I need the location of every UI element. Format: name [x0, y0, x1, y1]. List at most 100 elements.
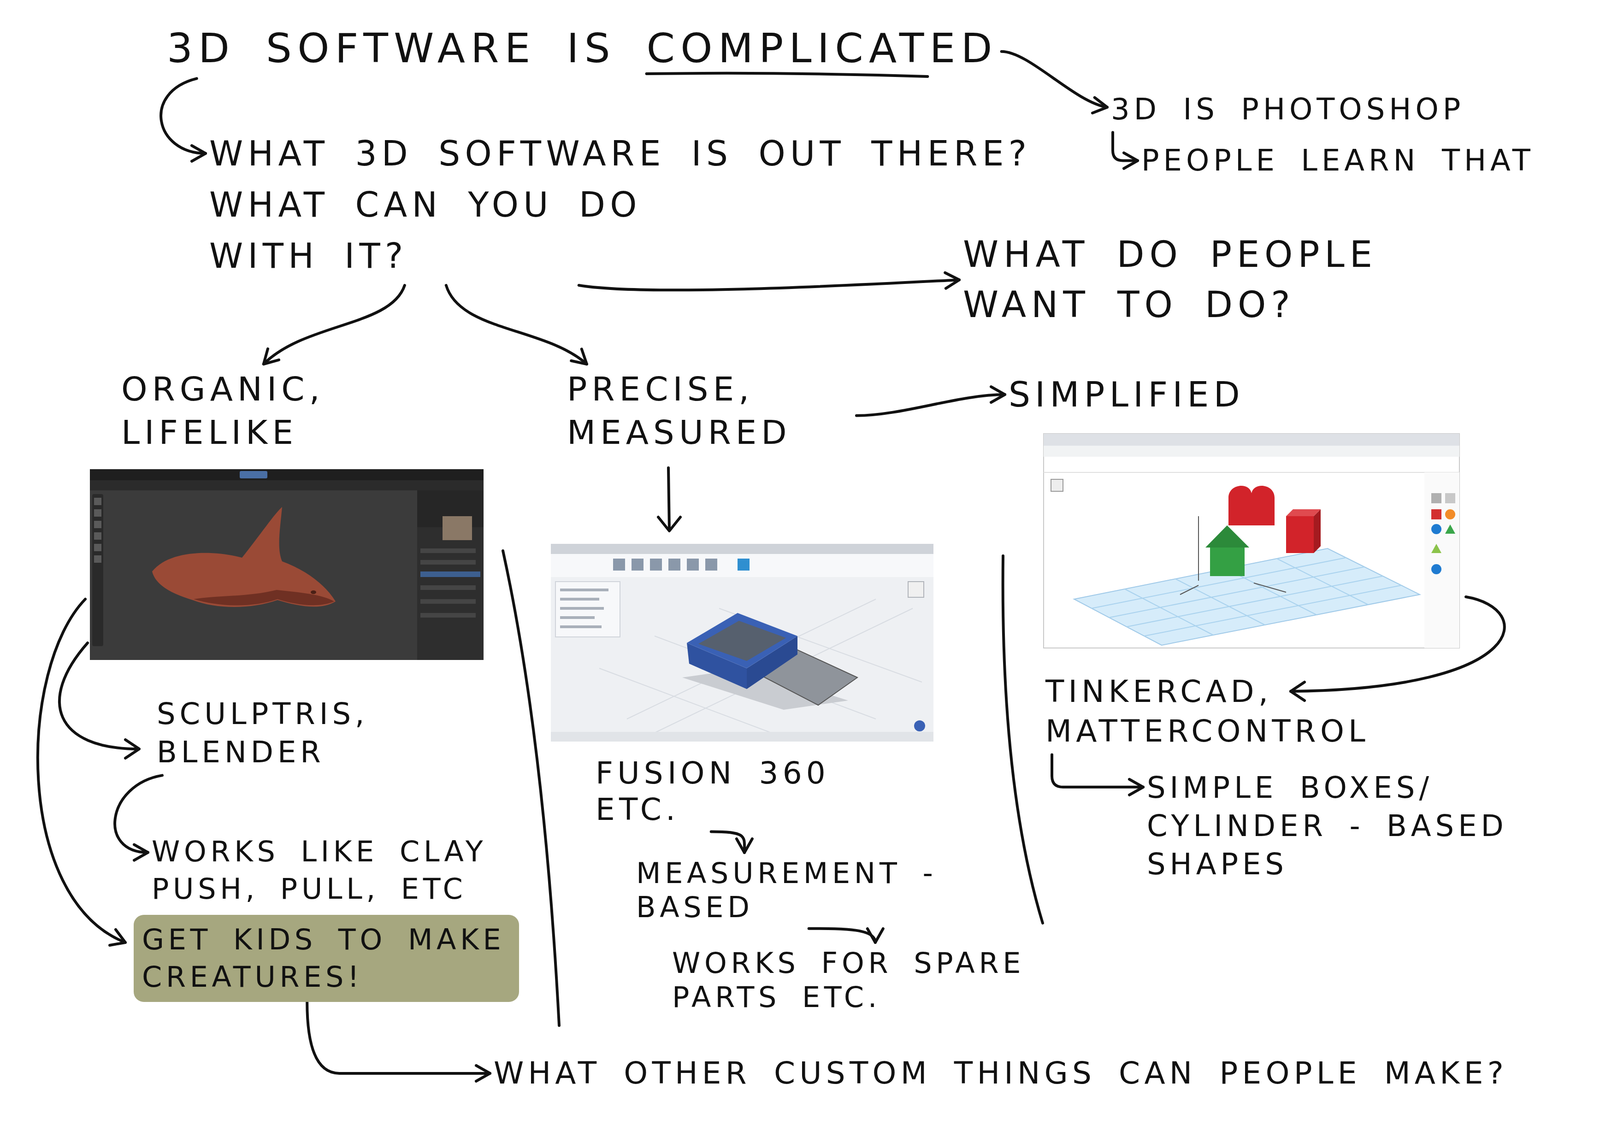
arrow-head — [109, 929, 126, 946]
sketch-arrow — [711, 831, 753, 853]
tool-icon — [631, 558, 644, 571]
note-text: WHAT OTHER CUSTOM THINGS CAN PEOPLE MAKE… — [493, 1053, 1508, 1094]
panel-row — [420, 613, 476, 618]
arrow-head — [125, 739, 140, 759]
arrow-line — [808, 928, 876, 943]
grid-lines — [599, 599, 922, 738]
badge — [914, 720, 926, 732]
sketch-note: 3D IS PHOTOSHOP — [1107, 86, 1469, 133]
tinkercad-screenshot — [1043, 433, 1460, 649]
note-text: PEOPLE LEARN THAT — [1141, 141, 1535, 180]
sculpt-eye — [310, 590, 317, 595]
thumbnail — [442, 516, 473, 541]
note-text: GET KIDS TO MAKE CREATURES! — [141, 921, 511, 996]
view-cube — [908, 581, 924, 598]
arrow-head — [944, 272, 960, 289]
note-text: SCULPTRIS, BLENDER — [156, 695, 415, 772]
arrow-line — [263, 285, 405, 365]
panel-row — [420, 560, 476, 565]
sketch-note: ORGANIC, LIFELIKE — [117, 364, 384, 458]
red-cube — [1286, 516, 1314, 554]
blender-screenshot — [89, 469, 484, 661]
pointer-arrow — [37, 599, 126, 943]
arrow-head — [991, 386, 1005, 403]
sketch-note: WORKS LIKE CLAY PUSH, PULL, ETC — [147, 829, 506, 912]
sketch-arrow — [1051, 755, 1144, 796]
tool-icon — [94, 555, 102, 563]
window-ground — [550, 543, 934, 742]
arrow-line — [307, 1002, 491, 1074]
arrow-head — [1129, 779, 1144, 796]
pointer-arrow — [668, 467, 670, 531]
arrow-head — [134, 844, 148, 861]
sketch-note: TINKERCAD, MATTERCONTROL — [1041, 668, 1511, 756]
arrow-line — [856, 394, 1005, 416]
sketch-arrow — [578, 272, 960, 291]
sketch-note: WHAT OTHER CUSTOM THINGS CAN PEOPLE MAKE… — [490, 1050, 1512, 1098]
shape-icon — [1431, 543, 1442, 554]
shape-icon — [1431, 564, 1442, 575]
sketch-arrow — [446, 285, 587, 365]
pointer-arrow — [1290, 596, 1505, 692]
panel-row — [420, 599, 476, 604]
sketch-note: MEASUREMENT -BASED — [632, 852, 972, 929]
sketch-arrow — [1001, 51, 1108, 114]
sketch-note: SIMPLIFIED — [1004, 368, 1249, 421]
note-text: WORKS LIKE CLAY PUSH, PULL, ETC — [151, 833, 502, 908]
browser-panel — [555, 581, 620, 638]
pointer-arrow — [59, 643, 139, 750]
tool-icon — [94, 520, 102, 529]
sketch-note: PEOPLE LEARN THAT — [1137, 137, 1539, 184]
shape-icon — [1445, 493, 1456, 504]
shape-icon — [1431, 493, 1442, 504]
arrow-head — [571, 348, 587, 365]
red-shape — [1228, 485, 1275, 526]
highlight-note: GET KIDS TO MAKE CREATURES! — [133, 915, 520, 1003]
sculpt-shadow — [193, 590, 335, 606]
title-bar — [89, 469, 484, 481]
address-bar — [1043, 445, 1460, 457]
red-cube-side — [1313, 509, 1321, 554]
note-text: WORKS FOR SPARE PARTS ETC. — [672, 946, 1041, 1016]
sketch-note: WHAT 3D SOFTWARE IS OUT THERE?WHAT CAN Y… — [205, 124, 1035, 286]
note-text: WHAT DO PEOPLE WANT TO DO? — [962, 229, 1461, 331]
menu-bar — [89, 480, 484, 491]
sketch-note: 3D SOFTWARE IS COMPLICATED — [163, 18, 1002, 79]
part-rim — [686, 613, 798, 669]
note-text: FUSION 360 ETC. — [595, 755, 873, 828]
window-ground — [89, 469, 484, 661]
shape-icon — [1445, 524, 1456, 534]
workplane — [1074, 548, 1420, 646]
tool-icon — [686, 558, 699, 571]
sketch-arrow — [1112, 132, 1138, 169]
tool-icon — [737, 558, 750, 571]
sketch-arrow — [263, 285, 405, 365]
part-hollow — [698, 620, 786, 662]
panel-row — [420, 585, 476, 591]
note-text: SIMPLIFIED — [1008, 372, 1245, 417]
tool-icon — [94, 532, 102, 540]
sketch-arrow — [808, 928, 884, 943]
arrow-line — [578, 279, 960, 290]
note-text: WHAT 3D SOFTWARE IS OUT THERE? — [209, 128, 1032, 180]
note-text: MEASUREMENT -BASED — [636, 856, 969, 926]
arrow-head — [1092, 97, 1108, 114]
note-text: SIMPLE BOXES/ CYLINDER - BASED SHAPES — [1146, 768, 1553, 885]
active-tab — [239, 471, 268, 479]
underline — [646, 73, 928, 77]
arrow-line — [446, 285, 587, 365]
workplane-grid — [1091, 557, 1402, 637]
tool-icon — [705, 558, 718, 571]
note-text: 3D SOFTWARE IS COMPLICATED — [166, 22, 998, 75]
green-roof — [1205, 525, 1250, 548]
arrow-head — [1123, 153, 1138, 169]
note-text: ORGANIC, LIFELIKE — [121, 367, 380, 455]
tool-icon — [668, 558, 681, 571]
sketch-arrow — [856, 386, 1005, 416]
tool-icon — [94, 497, 102, 506]
green-house — [1210, 546, 1245, 577]
tool-strip — [92, 494, 104, 647]
sketch-arrow — [160, 78, 206, 161]
note-text: 3D IS PHOTOSHOP — [1110, 90, 1465, 129]
